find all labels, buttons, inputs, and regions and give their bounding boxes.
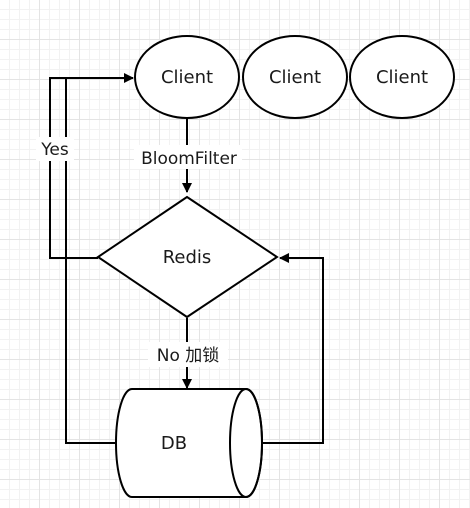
client-label-3: Client	[376, 67, 428, 88]
client-label-2: Client	[269, 67, 321, 88]
connectors	[49, 73, 324, 444]
arrow-redis-yes-to-client	[49, 73, 134, 259]
db-node: DB	[115, 388, 263, 498]
edge-label-yes-group: Yes	[36, 137, 74, 161]
redis-decision-node: Redis	[96, 195, 279, 319]
client-node-3: Client	[349, 35, 455, 119]
edge-label-yes: Yes	[40, 140, 69, 160]
client-label-1: Client	[161, 67, 213, 88]
client-node-2: Client	[242, 35, 348, 119]
arrow-db-to-redis	[262, 253, 324, 444]
edge-label-bloomfilter-group: BloomFilter	[134, 145, 242, 169]
redis-label: Redis	[163, 247, 212, 268]
db-label: DB	[161, 433, 187, 454]
arrow-db-to-client	[65, 78, 115, 444]
edge-label-bloomfilter: BloomFilter	[141, 149, 237, 169]
edge-label-no-lock: No 加锁	[157, 346, 220, 366]
client-node-1: Client	[134, 35, 240, 119]
edge-label-no-lock-group: No 加锁	[148, 342, 228, 367]
